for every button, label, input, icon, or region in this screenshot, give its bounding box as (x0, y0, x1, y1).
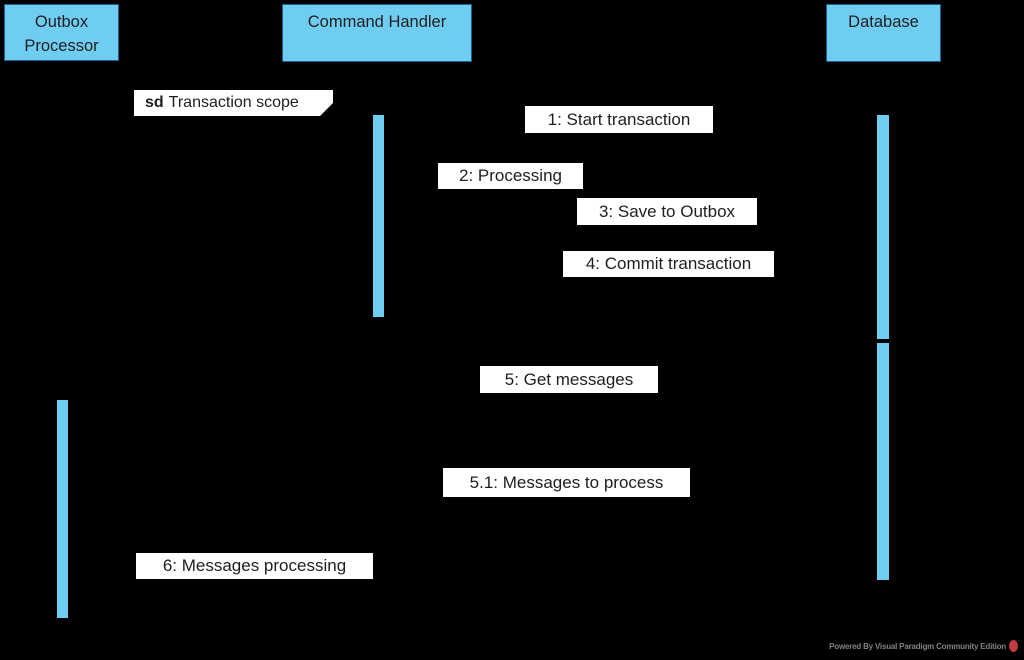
frame-title: Transaction scope (168, 94, 299, 111)
activation-bar-command-handler (373, 115, 384, 317)
watermark: Powered By Visual Paradigm Community Edi… (0, 638, 1018, 654)
lifeline-label: Command Handler (307, 13, 447, 31)
activation-bar-outbox-processor (57, 400, 68, 618)
message-label-2: 2: Processing (438, 163, 583, 189)
activation-bar-database-2 (877, 343, 889, 580)
visual-paradigm-logo-icon (1009, 640, 1018, 652)
lifeline-head-database: Database (826, 4, 941, 62)
message-label-5-1: 5.1: Messages to process (443, 468, 690, 497)
lifeline-head-outbox-processor: Outbox Processor (4, 4, 119, 61)
message-label-6: 6: Messages processing (136, 553, 373, 579)
message-label-5: 5: Get messages (480, 366, 658, 393)
lifeline-head-command-handler: Command Handler (282, 4, 472, 62)
message-label-1: 1: Start transaction (525, 106, 713, 133)
message-label-4: 4: Commit transaction (563, 251, 774, 277)
frame-operator-label: sd Transaction scope (134, 90, 333, 116)
lifeline-label: Database (848, 13, 919, 31)
watermark-text: Powered By Visual Paradigm Community Edi… (829, 641, 1006, 651)
activation-bar-database-1 (877, 115, 889, 339)
lifeline-label: Outbox Processor (24, 13, 99, 55)
frame-keyword: sd (145, 94, 164, 111)
message-label-3: 3: Save to Outbox (577, 198, 757, 225)
